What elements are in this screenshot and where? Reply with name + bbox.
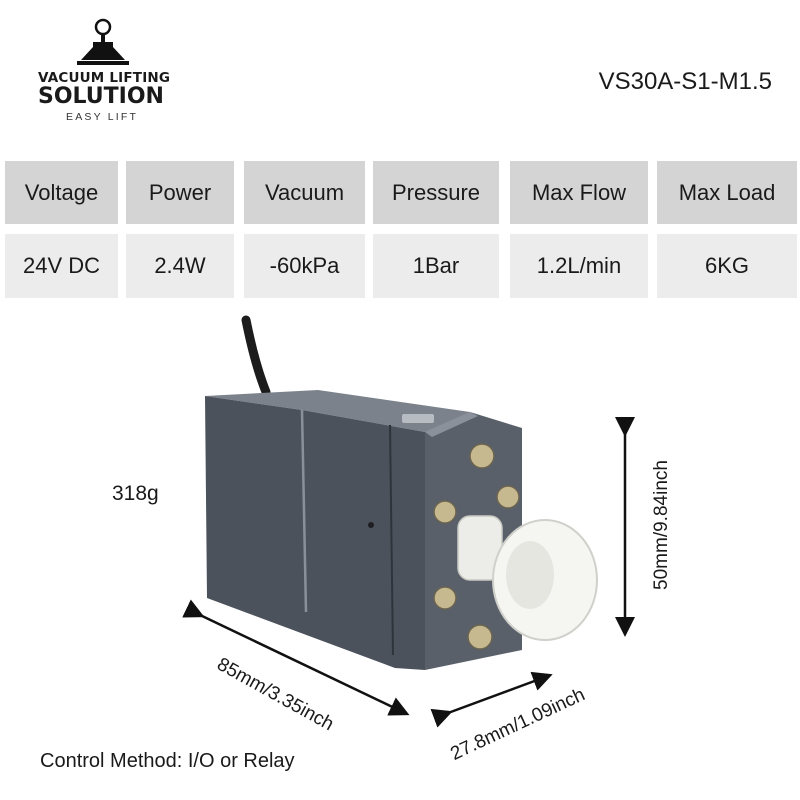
- brand-name-line2: SOLUTION: [38, 84, 164, 109]
- brand-name-line1: VACUUM LIFTING: [38, 70, 171, 86]
- brand-logo: VACUUM LIFTING SOLUTION EASY LIFT: [38, 18, 171, 128]
- spec-header-voltage: Voltage: [5, 161, 118, 224]
- spec-header-power: Power: [126, 161, 234, 224]
- width-dimension-label: 27.8mm/1.09inch: [447, 684, 589, 765]
- vacuum-generator-image: [205, 315, 598, 670]
- spec-value-max-flow: 1.2L/min: [510, 234, 648, 298]
- brand-tagline: EASY LIFT: [66, 111, 139, 123]
- spec-value-voltage: 24V DC: [5, 234, 118, 298]
- height-dimension-label: 50mm/9.84inch: [651, 460, 672, 590]
- suction-cup-logo-icon: [77, 18, 129, 65]
- spec-header-vacuum: Vacuum: [244, 161, 365, 224]
- spec-value-power: 2.4W: [126, 234, 234, 298]
- spec-header-max-load: Max Load: [657, 161, 797, 224]
- weight-label: 318g: [112, 482, 159, 505]
- spec-value-vacuum: -60kPa: [244, 234, 365, 298]
- spec-header-max-flow: Max Flow: [510, 161, 648, 224]
- control-method-label: Control Method: I/O or Relay: [40, 750, 295, 772]
- spec-table: Voltage Power Vacuum Pressure Max Flow M…: [0, 161, 800, 301]
- model-number: VS30A-S1-M1.5: [598, 68, 772, 95]
- spec-value-max-load: 6KG: [657, 234, 797, 298]
- spec-header-pressure: Pressure: [373, 161, 499, 224]
- spec-value-pressure: 1Bar: [373, 234, 499, 298]
